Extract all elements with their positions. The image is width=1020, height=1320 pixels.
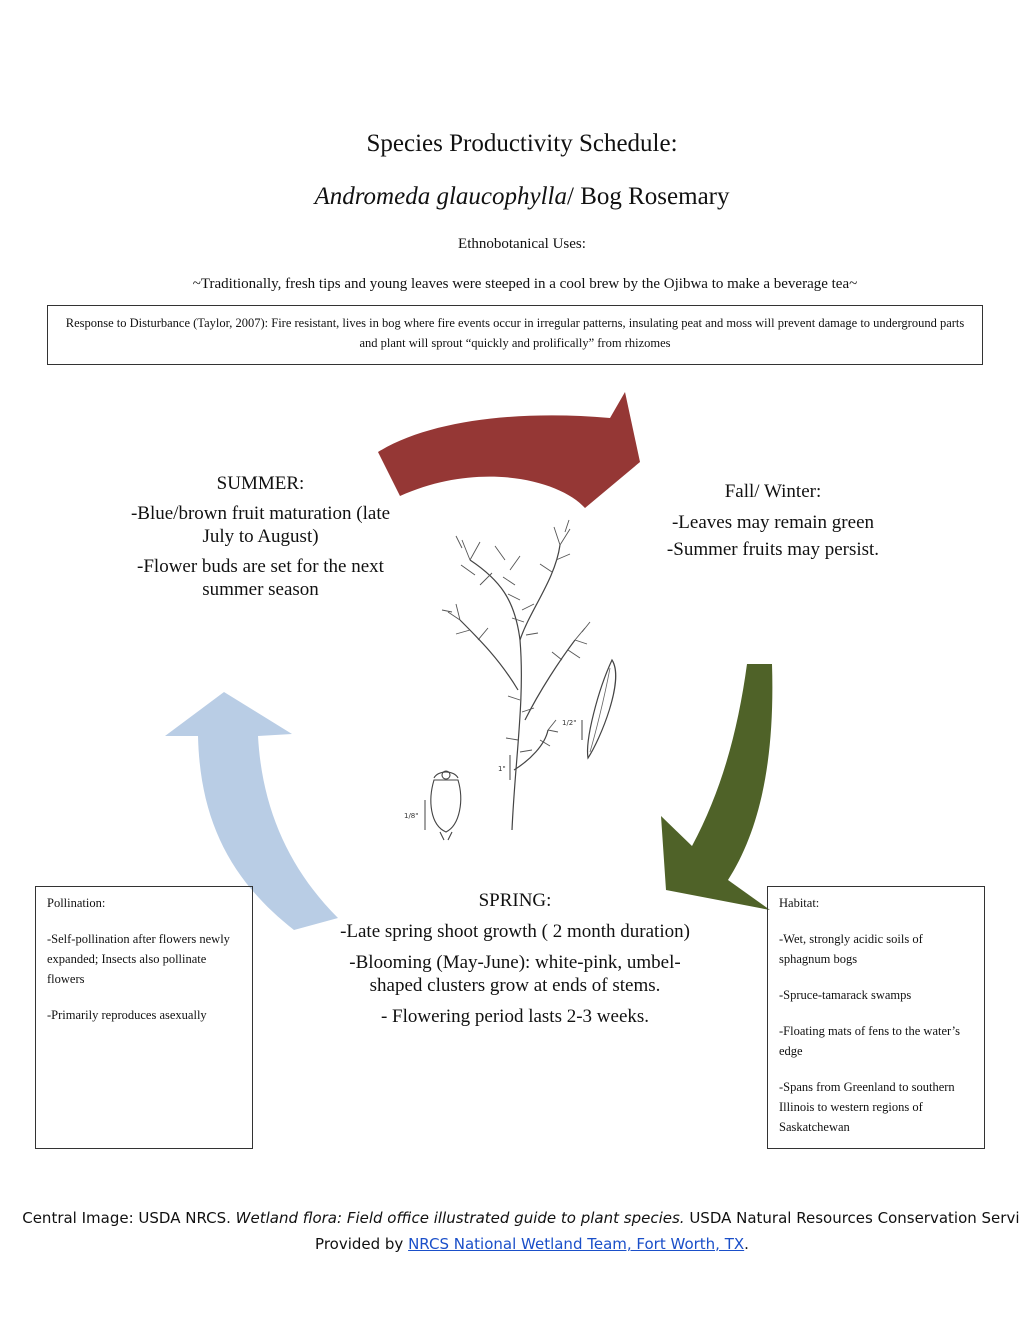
spring-heading: SPRING: xyxy=(478,890,552,911)
scale-half-label: 1/2" xyxy=(562,719,577,727)
habitat-item: -Spruce-tamarack swamps xyxy=(779,988,912,1002)
image-credit: Central Image: USDA NRCS. Wetland flora:… xyxy=(0,1205,1020,1257)
species-common-name: / Bog Rosemary xyxy=(567,183,730,210)
credit-title: Wetland flora: Field office illustrated … xyxy=(235,1209,685,1227)
summer-fruit: -Blue/brown fruit maturation (late July … xyxy=(130,503,391,547)
flower-detail xyxy=(430,770,462,841)
habitat-item: -Wet, strongly acidic soils of sphagnum … xyxy=(779,932,923,966)
red-arrow-summer-to-fall xyxy=(378,392,640,508)
nrcs-link[interactable]: NRCS National Wetland Team, Fort Worth, … xyxy=(408,1235,745,1253)
ethnobotanical-label: Ethnobotanical Uses: xyxy=(458,236,586,252)
summer-buds: -Flower buds are set for the next summer… xyxy=(137,556,384,600)
leaf-detail xyxy=(586,658,617,760)
habitat-item: -Floating mats of fens to the water’s ed… xyxy=(779,1024,960,1058)
pollination-box: Pollination: -Self-pollination after flo… xyxy=(35,886,253,1149)
credit-suffix: . xyxy=(744,1235,749,1253)
habitat-heading: Habitat: xyxy=(779,896,820,910)
pollination-item: -Primarily reproduces asexually xyxy=(47,1008,207,1022)
habitat-item: -Spans from Greenland to southern Illino… xyxy=(779,1080,955,1134)
species-latin-name: Andromeda glaucophylla xyxy=(314,183,567,210)
spring-growth: -Late spring shoot growth ( 2 month dura… xyxy=(340,921,690,942)
blue-arrow-spring-to-summer xyxy=(165,692,338,930)
page-title: Species Productivity Schedule: xyxy=(366,130,678,157)
fall-leaves: -Leaves may remain green xyxy=(671,512,875,533)
fall-heading: Fall/ Winter: xyxy=(724,481,822,502)
spring-blooming: -Blooming (May-June): white-pink, umbel-… xyxy=(349,952,681,996)
summer-section: SUMMER: -Blue/brown fruit maturation (la… xyxy=(128,472,393,608)
credit-middle: USDA Natural Resources Conservation Serv… xyxy=(315,1209,1020,1253)
green-arrow-fall-to-spring xyxy=(661,664,773,910)
disturbance-text: Response to Disturbance (Taylor, 2007): … xyxy=(65,316,965,350)
credit-prefix: Central Image: USDA NRCS. xyxy=(22,1209,236,1227)
spring-flowering: - Flowering period lasts 2-3 weeks. xyxy=(380,1006,650,1027)
fall-winter-section: Fall/ Winter: -Leaves may remain green -… xyxy=(628,480,918,569)
scale-eighth-label: 1/8" xyxy=(404,812,419,820)
scale-one-label: 1" xyxy=(498,765,506,773)
habitat-box: Habitat: -Wet, strongly acidic soils of … xyxy=(767,886,985,1149)
spring-section: SPRING: -Late spring shoot growth ( 2 mo… xyxy=(340,889,690,1036)
pollination-heading: Pollination: xyxy=(47,896,106,910)
fall-fruits: -Summer fruits may persist. xyxy=(666,539,880,560)
disturbance-box: Response to Disturbance (Taylor, 2007): … xyxy=(47,305,983,365)
traditional-use: ~Traditionally, fresh tips and young lea… xyxy=(192,276,858,292)
plant-stems xyxy=(459,544,576,831)
summer-heading: SUMMER: xyxy=(216,473,305,494)
pollination-item: -Self-pollination after flowers newly ex… xyxy=(47,932,230,986)
species-subtitle: Andromeda glaucophylla/ Bog Rosemary xyxy=(0,183,1020,211)
plant-leaves xyxy=(441,519,591,753)
